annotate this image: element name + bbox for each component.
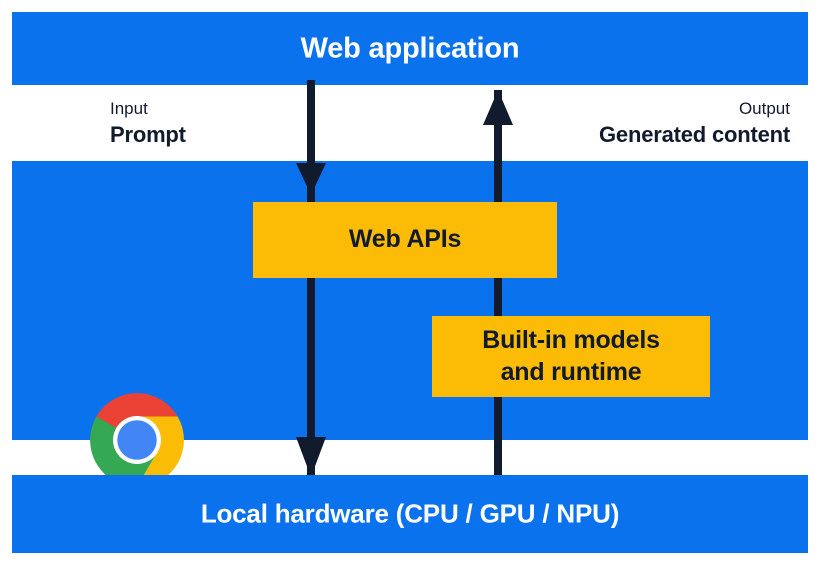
local-hardware-band: Local hardware (CPU / GPU / NPU) bbox=[12, 475, 808, 553]
web-apis-box[interactable]: Web APIs bbox=[253, 202, 557, 278]
web-application-band: Web application bbox=[12, 12, 808, 85]
local-hardware-label: Local hardware (CPU / GPU / NPU) bbox=[200, 498, 620, 529]
page-title: Web application bbox=[300, 32, 520, 64]
builtin-models-box[interactable]: Built-in models and runtime bbox=[432, 316, 710, 397]
input-value-text: Prompt bbox=[110, 122, 186, 147]
output-value-text: Generated content bbox=[599, 122, 790, 147]
input-flow-label: Input Prompt bbox=[110, 100, 186, 146]
chrome-logo-icon bbox=[90, 393, 184, 487]
output-flow-label: Output Generated content bbox=[599, 100, 790, 146]
builtin-models-line-2: and runtime bbox=[500, 357, 642, 386]
web-apis-label: Web APIs bbox=[348, 225, 462, 254]
input-kind-text: Input bbox=[110, 99, 148, 118]
builtin-models-line-1: Built-in models bbox=[482, 326, 660, 355]
builtin-models-label: Built-in models and runtime bbox=[482, 325, 660, 388]
output-kind-text: Output bbox=[738, 99, 790, 118]
